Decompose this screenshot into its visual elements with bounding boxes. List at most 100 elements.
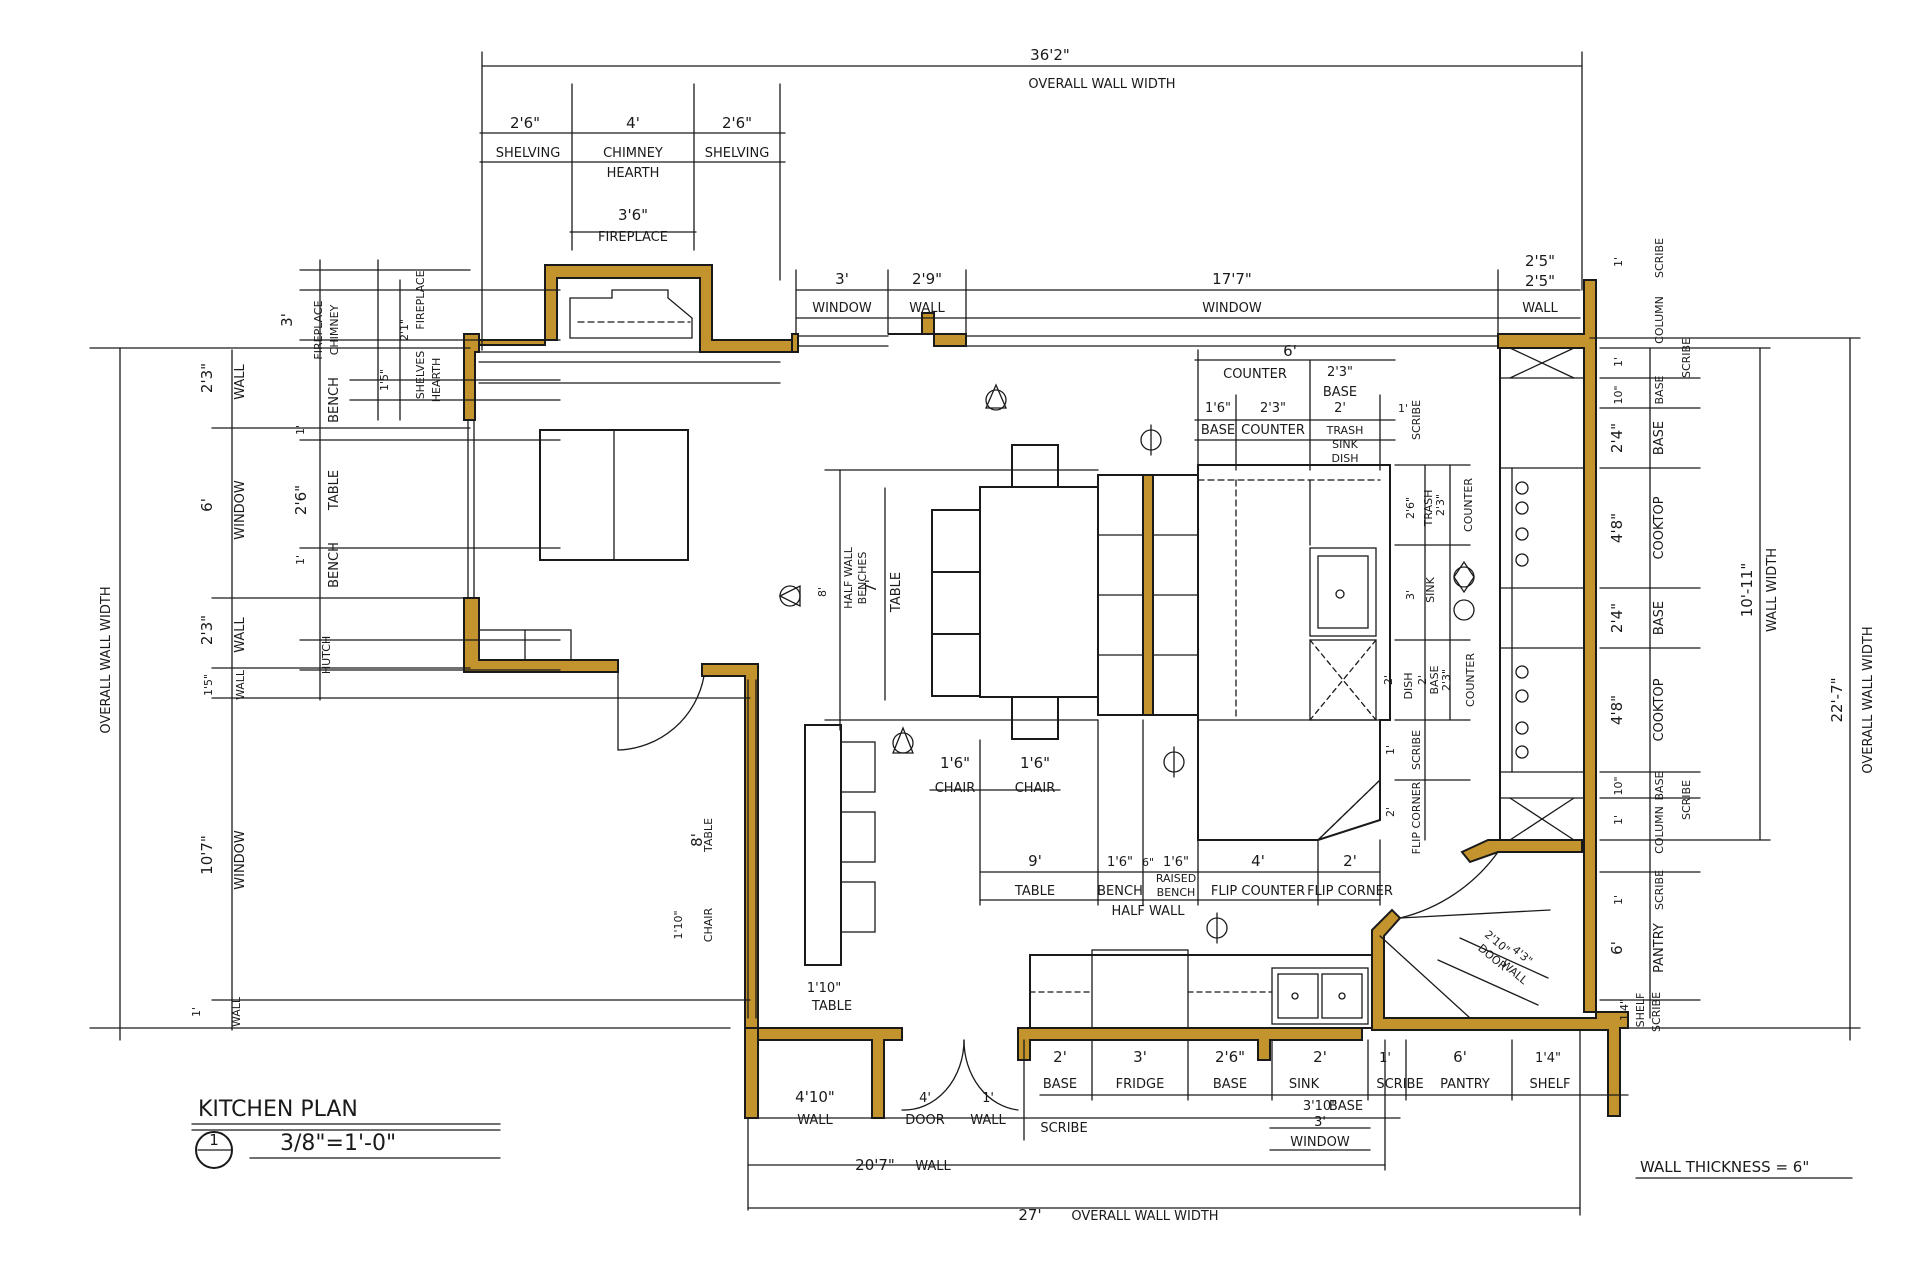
right-shelf-label: SHELF [1634, 993, 1647, 1028]
section-marker-4 [892, 726, 914, 754]
section-marker-1 [985, 383, 1007, 411]
right-scribe2-label: SCRIBE [1680, 780, 1693, 820]
left-wall1-label: WALL [233, 363, 248, 399]
wall2-label: WALL [1522, 301, 1558, 316]
hearth-label: HEARTH [607, 166, 660, 181]
section-marker-8 [1453, 599, 1475, 621]
left-shelves-dim: 1'5" [378, 369, 391, 391]
left-fireplace-label-2: FIREPLACE [414, 270, 427, 329]
island-top-dim: 6' [1283, 342, 1297, 360]
chair-top [1011, 444, 1059, 488]
island-v-counter-dim: 2'3" [1434, 494, 1447, 516]
fireplace-label: FIREPLACE [598, 230, 668, 245]
right-base1-dim: 10" [1612, 385, 1625, 404]
island-v-base-dim: 2' [1416, 675, 1429, 685]
left-hearth-label: HEARTH [430, 358, 443, 403]
wall-pantry [1371, 908, 1629, 1117]
island-v-scribe-label: SCRIBE [1410, 730, 1423, 770]
bottom-wall1-dim: 4'10" [795, 1088, 835, 1106]
window1-dim: 3' [835, 270, 849, 288]
island-v-sink-dim: 3' [1404, 590, 1417, 600]
left-wall3-dim: 1'5" [202, 674, 215, 696]
right-scribe1-dim: 1' [1612, 257, 1625, 267]
row-flipcorner-dim: 2' [1343, 852, 1357, 870]
detail-number: 1 [209, 1131, 219, 1149]
wall1-label: WALL [909, 301, 945, 316]
left-wall3-label: WALL [234, 669, 247, 700]
section-marker-2 [1140, 424, 1162, 456]
left-table2-dim: 8' [688, 833, 706, 847]
row-bench-label: BENCH [1097, 884, 1143, 899]
dining-table [979, 486, 1099, 698]
walls [463, 264, 1629, 1119]
bottom-wall20-label: WALL [915, 1159, 951, 1174]
section-markers [778, 383, 1475, 944]
wall-door-jamb [701, 663, 759, 1119]
island-v-dish-dim: 2' [1382, 675, 1395, 685]
row-flipcorner-label: FLIP CORNER [1307, 884, 1393, 899]
island-counter2-label: COUNTER [1241, 423, 1305, 438]
right-column1-label: COLUMN [1653, 296, 1666, 344]
left-wall4-label: WALL [230, 996, 243, 1027]
island-v-counter2-label: COUNTER [1464, 653, 1477, 707]
island-scribe-dim: 1' [1398, 402, 1408, 415]
fireplace-dim: 3'6" [618, 206, 648, 224]
right-base1-label: BASE [1653, 375, 1666, 404]
bottom-overall-dim: 27' [1018, 1206, 1041, 1224]
right-pantry-label: PANTRY [1652, 923, 1667, 973]
wall-right [1497, 279, 1597, 1013]
bottom-base2-label: BASE [1213, 1077, 1247, 1092]
bottom-wall2-dim: 1' [982, 1091, 994, 1106]
right-column2-dim: 1' [1612, 815, 1625, 825]
chair2-label: CHAIR [1015, 781, 1056, 796]
bottom-fridge-label: FRIDGE [1116, 1077, 1165, 1092]
right-overall-dim: 22'-7" [1828, 677, 1846, 722]
bottom-pantry-label: PANTRY [1440, 1077, 1490, 1092]
window1-label: WINDOW [812, 301, 872, 316]
bottom-window-label: WINDOW [1290, 1135, 1350, 1150]
chair1-dim: 1'6" [940, 754, 970, 772]
chair-left-1 [931, 509, 981, 573]
bottom-door-label: DOOR [905, 1113, 945, 1128]
row-half-label: HALF WALL [1111, 904, 1185, 919]
left-wall1-dim: 2'3" [198, 363, 216, 393]
left-bench-dim-a: 1' [294, 425, 307, 435]
left-bench-label: BENCH [327, 377, 342, 423]
table3-label: TABLE [811, 999, 852, 1014]
top-overall-dim: 36'2" [1030, 46, 1070, 64]
right-scribe4-label: SCRIBE [1650, 992, 1663, 1032]
bottom-sink-label: SINK [1289, 1077, 1320, 1092]
right-cooktop1-dim: 4'8" [1608, 513, 1626, 543]
left-shelves-label: SHELVES [414, 351, 427, 400]
right-scribe3-label: SCRIBE [1653, 870, 1666, 910]
left-chimney-dim: 3' [278, 313, 296, 327]
wall-thickness-note: WALL THICKNESS = 6" [1640, 1158, 1809, 1176]
island-dish-label: DISH [1332, 452, 1359, 465]
bottom-wall2-label: WALL [970, 1113, 1006, 1128]
left-chimney-label: CHIMNEY [328, 304, 341, 355]
right-base3-dim: 2'4" [1608, 603, 1626, 633]
island-v-counter-label: COUNTER [1462, 478, 1475, 532]
right-scribe3-dim: 1' [1612, 895, 1625, 905]
right-shelf-dim: 1'4" [1618, 999, 1631, 1021]
bottom-scribe-label: SCRIBE [1040, 1121, 1087, 1136]
section-marker-7 [1453, 560, 1475, 594]
section-marker-5 [1163, 746, 1185, 778]
row-raised-dim: 1'6" [1163, 855, 1189, 870]
right-cooktop1-label: COOKTOP [1652, 496, 1667, 559]
range-wall-cabinets [1499, 347, 1585, 841]
benches-label: BENCHES [856, 552, 869, 605]
left-overall-label: OVERALL WALL WIDTH [99, 586, 114, 733]
left-bench2-label: BENCH [327, 542, 342, 588]
wall-bottom-main [1017, 1027, 1363, 1061]
chair-left-2 [931, 571, 981, 635]
chimney-label: CHIMNEY [603, 146, 663, 161]
section-marker-6 [1206, 912, 1228, 944]
row-flip-dim: 4' [1251, 852, 1265, 870]
right-cooktop2-dim: 4'8" [1608, 695, 1626, 725]
right-base3-label: BASE [1652, 601, 1667, 635]
bottom-sink-dim: 2' [1313, 1048, 1327, 1066]
bottom-base1-dim: 2' [1053, 1048, 1067, 1066]
island-base-label: BASE [1323, 385, 1357, 400]
